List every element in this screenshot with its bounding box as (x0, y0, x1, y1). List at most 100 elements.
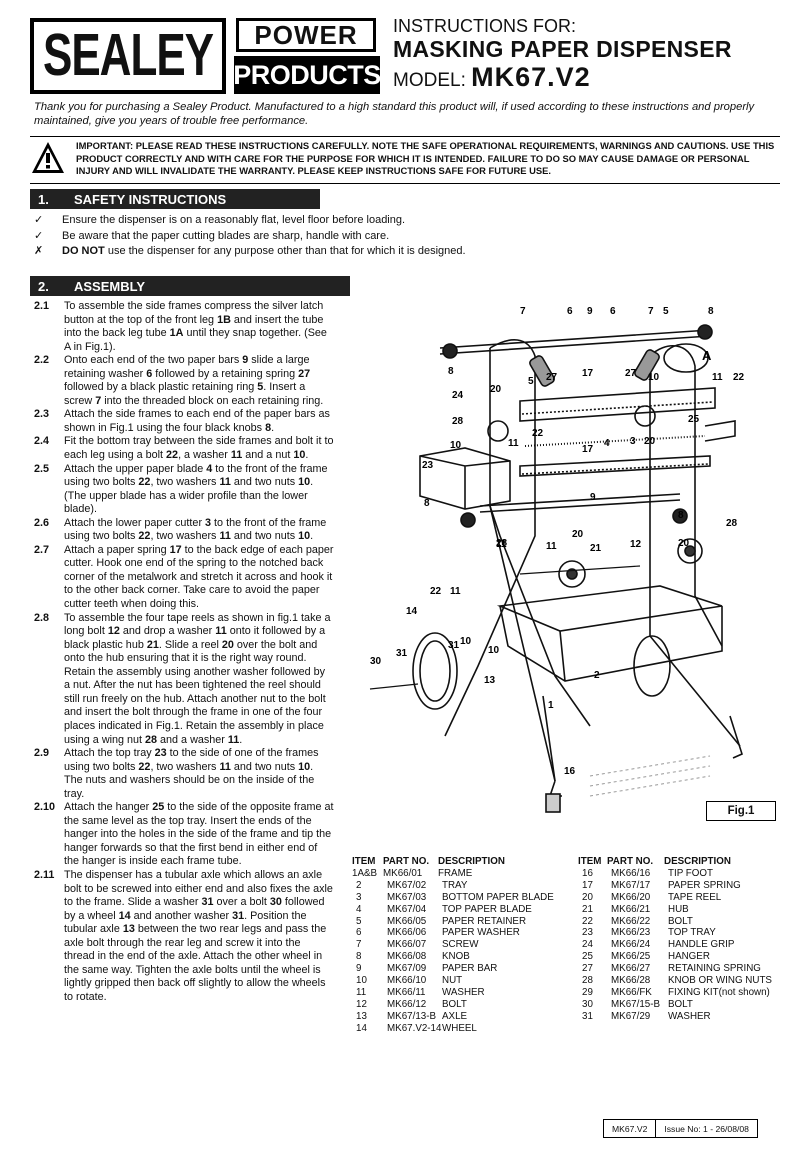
column-header: ITEM (578, 856, 602, 867)
power-logo-text: POWER (236, 18, 376, 52)
list-item: ✗DO NOT use the dispenser for any purpos… (34, 244, 774, 260)
footer-issue: Issue No: 1 - 26/08/08 (655, 1120, 757, 1137)
cross-icon: ✗ (34, 245, 44, 257)
power-products-logo: POWER PRODUCTS (233, 18, 381, 94)
callout-number: 10 (460, 636, 472, 647)
detail-a-circle (663, 343, 709, 373)
callout-number: 11 (496, 539, 507, 550)
table-cell: MK66/07 (387, 939, 427, 951)
step-text: The dispenser has a tubular axle which a… (64, 868, 333, 1003)
callout-number: 5 (663, 306, 669, 317)
table-cell: HUB (668, 903, 689, 915)
table-cell: NUT (442, 975, 463, 987)
table-cell: MK66/21 (611, 903, 651, 915)
model-number: MK67.V2 (471, 62, 591, 92)
callout-number: 8 (708, 306, 714, 317)
footer-model: MK67.V2 (612, 1123, 648, 1134)
table-cell: PAPER BAR (442, 963, 498, 975)
table-cell: 13 (356, 1010, 367, 1022)
frame-back-top (489, 339, 536, 496)
step-number: 2.11 (34, 868, 55, 881)
callout-number: 7 (520, 306, 526, 317)
step-number: 2.1 (34, 300, 50, 312)
table-cell: 29 (582, 986, 593, 998)
table-cell: 25 (582, 951, 593, 963)
table-cell: TOP TRAY (668, 927, 716, 939)
assembly-step: 2.11 The dispenser has a tubular axle whi… (34, 869, 334, 1004)
table-cell: MK66/22 (611, 915, 651, 927)
table-cell: MK67/02 (387, 879, 427, 891)
callout-number: 22 (733, 372, 745, 383)
table-cell: TIP FOOT (668, 867, 713, 879)
step-text: Attach the lower paper cutter 3 to the f… (64, 516, 327, 543)
callout-number: 14 (406, 606, 418, 617)
table-cell: MK67/04 (387, 903, 427, 915)
footer-box: MK67.V2 Issue No: 1 - 26/08/08 (603, 1119, 758, 1138)
table-cell: MK66/23 (611, 927, 651, 939)
callout-number: 10 (450, 440, 462, 451)
callout-number: 28 (496, 538, 508, 549)
callout-number: 2 (594, 670, 600, 681)
table-cell: 1A&B (352, 867, 378, 879)
callout-number: 23 (422, 460, 434, 471)
table-cell: MK66/24 (611, 939, 651, 951)
table-cell: MK67/03 (387, 891, 427, 903)
table-cell: MK67/09 (387, 963, 427, 975)
column-header: PART NO. (607, 856, 654, 867)
section-heading-safety: 1.SAFETY INSTRUCTIONS (30, 189, 320, 209)
callout-number: 30 (370, 656, 382, 667)
step-number: 2.7 (34, 543, 50, 556)
table-cell: 14 (356, 1022, 367, 1034)
table-cell: WASHER (668, 1010, 711, 1022)
table-cell: MK66/08 (387, 951, 427, 963)
product-title: MASKING PAPER DISPENSER (393, 36, 732, 62)
table-cell: 7 (356, 939, 362, 951)
sealey-logo-text: SEALEY (42, 22, 214, 89)
table-cell: 20 (582, 891, 593, 903)
section-title: SAFETY INSTRUCTIONS (74, 191, 227, 207)
table-cell: BOTTOM PAPER BLADE (442, 891, 554, 903)
callout-number: 12 (630, 539, 642, 550)
table-cell: 11 (356, 986, 367, 998)
step-text: To assemble the four tape reels as shown… (64, 611, 331, 746)
wheel-left (412, 632, 458, 710)
callout-number: 20 (678, 538, 690, 549)
table-cell: TOP PAPER BLADE (442, 903, 532, 915)
table-cell: 17 (582, 879, 593, 891)
column-header: DESCRIPTION (438, 856, 505, 867)
callout-number: A (702, 348, 712, 363)
bottom-paper-blade (519, 455, 711, 477)
table-cell: MK66/20 (611, 891, 651, 903)
bottom-tray (496, 585, 723, 632)
table-cell: 16 (582, 867, 593, 879)
table-cell: 28 (582, 975, 593, 987)
top-tray (419, 447, 511, 510)
table-cell: MK66/10 (387, 975, 427, 987)
callout-number: 17 (582, 368, 594, 379)
table-cell: MK67/15-B (611, 998, 661, 1010)
wheel-right (633, 635, 671, 697)
step-text: Attach the upper paper blade 4 to the fr… (64, 462, 328, 516)
callout-number: 1 (548, 700, 554, 711)
paper-bar-top (439, 329, 711, 355)
step-text: Attach the top tray 23 to the side of on… (64, 747, 319, 800)
column-header: DESCRIPTION (664, 856, 731, 867)
section-number: 2. (38, 278, 49, 294)
check-icon: ✓ (34, 214, 44, 226)
model-label: MODEL: (393, 70, 466, 91)
callout-number: 20 (490, 384, 502, 395)
table-cell: MK66/11 (387, 986, 426, 998)
table-cell: MK66/25 (611, 951, 651, 963)
callout-number: 21 (590, 543, 602, 554)
step-number: 2.3 (34, 408, 50, 421)
callout-number: 3 (630, 436, 636, 447)
